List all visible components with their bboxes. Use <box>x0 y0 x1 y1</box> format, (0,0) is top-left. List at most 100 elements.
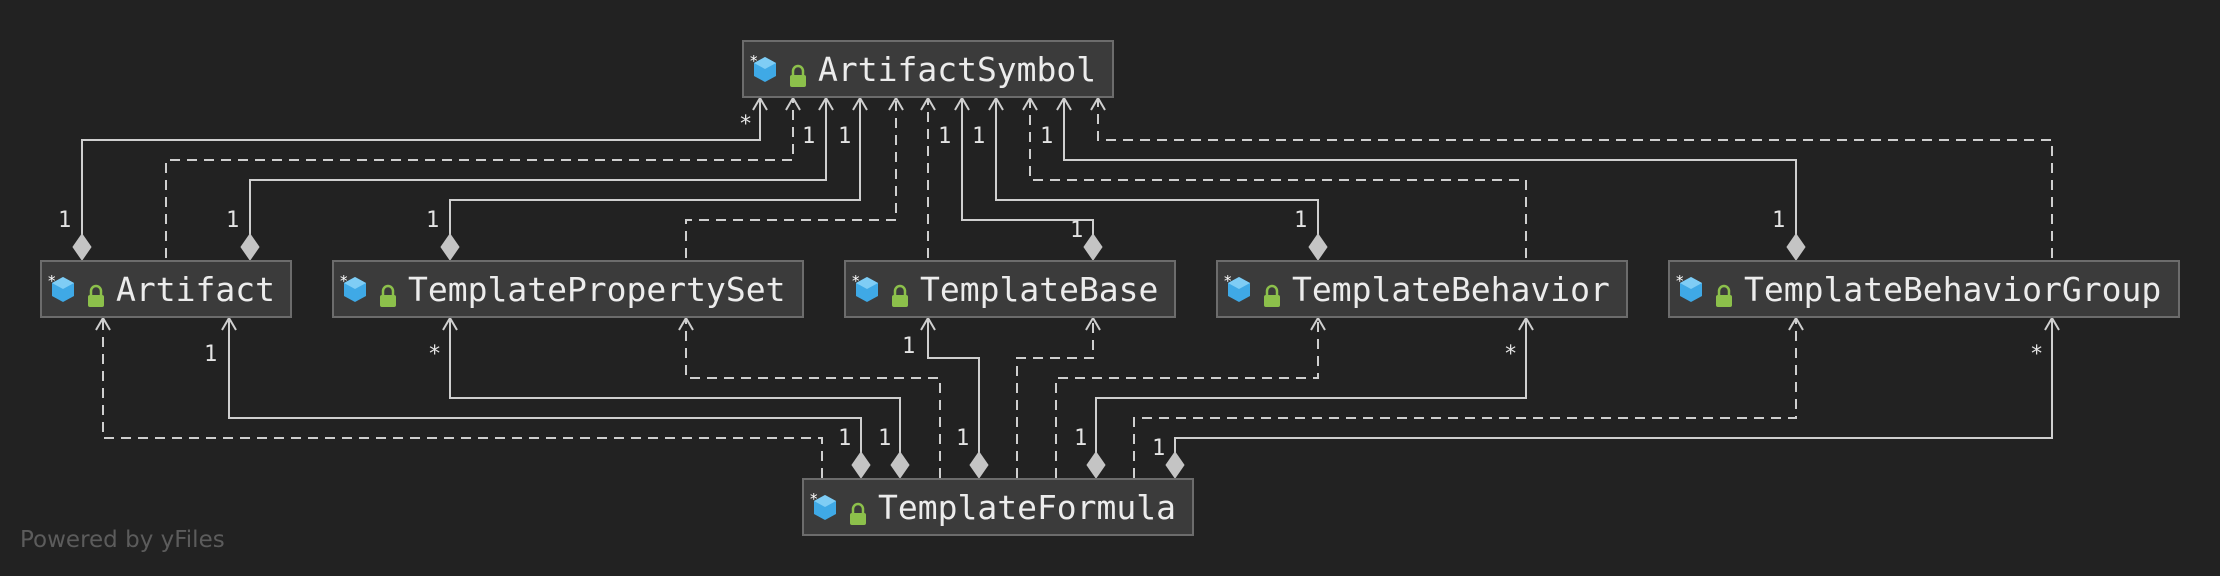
edge-artifact-to-symbol <box>81 98 761 238</box>
class-icon: * <box>810 492 840 522</box>
class-icon: * <box>340 274 370 304</box>
mult-label: 1 <box>1294 208 1308 233</box>
lock-icon <box>1262 277 1282 307</box>
edge-formula-inherits-group <box>1133 318 1797 478</box>
edge-group-owns-symbol <box>1063 98 1797 238</box>
mult-label: 1 <box>956 426 970 451</box>
mult-label: 1 <box>1070 218 1084 243</box>
mult-label: 1 <box>426 208 440 233</box>
arrowhead <box>1090 96 1106 111</box>
edge-propset-owns-symbol <box>449 98 861 238</box>
composition-diamond <box>240 233 260 261</box>
composition-diamond <box>1786 233 1806 261</box>
lock-icon <box>378 277 398 307</box>
arrowhead <box>442 316 458 331</box>
node-label: TemplateBehaviorGroup <box>1744 269 2162 309</box>
edge-formula-inherits-behavior <box>1055 318 1319 478</box>
mult-label: 1 <box>802 124 816 149</box>
mult-label: * <box>739 112 753 137</box>
node-label: ArtifactSymbol <box>818 49 1097 89</box>
composition-diamond <box>1083 233 1103 261</box>
composition-diamond <box>890 451 910 479</box>
node-label: TemplateFormula <box>878 487 1177 527</box>
mult-label: 1 <box>902 334 916 359</box>
node-icons: * <box>810 492 868 525</box>
lock-icon <box>788 57 808 87</box>
mult-label: 1 <box>838 426 852 451</box>
composition-diamond <box>1086 451 1106 479</box>
edge-formula-inherits-artifact <box>102 318 823 478</box>
mult-label: 1 <box>58 208 72 233</box>
node-icons: * <box>340 274 398 307</box>
lock-icon <box>848 495 868 525</box>
edge-formula-owns-propset <box>449 318 901 458</box>
edge-behavior-owns-symbol <box>995 98 1319 238</box>
node-artifact-symbol[interactable]: * ArtifactSymbol <box>742 40 1114 98</box>
class-icon: * <box>1676 274 1706 304</box>
node-label: TemplatePropertySet <box>408 269 786 309</box>
node-artifact[interactable]: * Artifact <box>40 260 292 318</box>
arrowhead <box>920 316 936 331</box>
mult-label: * <box>2030 342 2044 367</box>
composition-diamond <box>440 233 460 261</box>
node-template-behavior[interactable]: * TemplateBehavior <box>1216 260 1628 318</box>
arrowhead <box>852 96 868 111</box>
arrowhead <box>678 316 694 331</box>
mult-label: * <box>1504 342 1518 367</box>
composition-diamond <box>969 451 989 479</box>
mult-label: 1 <box>878 426 892 451</box>
arrowhead <box>988 96 1004 111</box>
mult-label: 1 <box>938 124 952 149</box>
mult-label: 1 <box>1074 426 1088 451</box>
svg-text:*: * <box>1676 274 1684 290</box>
arrowhead <box>888 96 904 111</box>
svg-text:*: * <box>1224 274 1232 290</box>
edge-artifact-owns-symbol <box>249 98 827 238</box>
node-icons: * <box>48 274 106 307</box>
node-icons: * <box>1224 274 1282 307</box>
mult-label: 1 <box>1772 208 1786 233</box>
class-icon: * <box>1224 274 1254 304</box>
mult-label: 1 <box>226 208 240 233</box>
arrowhead <box>2044 316 2060 331</box>
composition-diamond <box>1308 233 1328 261</box>
composition-diamond <box>851 451 871 479</box>
arrowhead <box>920 96 936 111</box>
mult-label: 1 <box>1152 436 1166 461</box>
arrowhead <box>752 96 768 111</box>
edge-artifact-inherits-symbol <box>165 98 794 258</box>
node-icons: * <box>852 274 910 307</box>
edge-base-owns-symbol <box>961 98 1094 238</box>
node-label: Artifact <box>116 269 275 309</box>
arrowhead <box>1056 96 1072 111</box>
arrowhead <box>1518 316 1534 331</box>
svg-text:*: * <box>852 274 860 290</box>
arrowhead <box>1022 96 1038 111</box>
mult-label: 1 <box>1040 124 1054 149</box>
diamonds <box>72 233 1806 479</box>
mult-label: 1 <box>204 342 218 367</box>
edge-formula-owns-behavior <box>1095 318 1527 458</box>
edge-group-inherits-symbol <box>1097 98 2053 258</box>
node-template-base[interactable]: * TemplateBase <box>844 260 1176 318</box>
svg-text:*: * <box>340 274 348 290</box>
node-template-property-set[interactable]: * TemplatePropertySet <box>332 260 804 318</box>
arrowhead <box>1085 316 1101 331</box>
svg-text:*: * <box>48 274 56 290</box>
arrowhead <box>785 96 801 111</box>
lock-icon <box>86 277 106 307</box>
arrowhead <box>95 316 111 331</box>
arrowhead <box>1310 316 1326 331</box>
edge-behavior-inherits-symbol <box>1029 98 1527 258</box>
node-template-behavior-group[interactable]: * TemplateBehaviorGroup <box>1668 260 2180 318</box>
node-template-formula[interactable]: * TemplateFormula <box>802 478 1194 536</box>
class-icon: * <box>852 274 882 304</box>
edge-formula-inherits-propset <box>685 318 941 478</box>
edge-formula-inherits-base <box>1016 318 1094 478</box>
svg-text:*: * <box>810 492 818 508</box>
mult-label: * <box>428 342 442 367</box>
svg-text:*: * <box>750 54 758 70</box>
edge-formula-owns-artifact <box>228 318 862 458</box>
